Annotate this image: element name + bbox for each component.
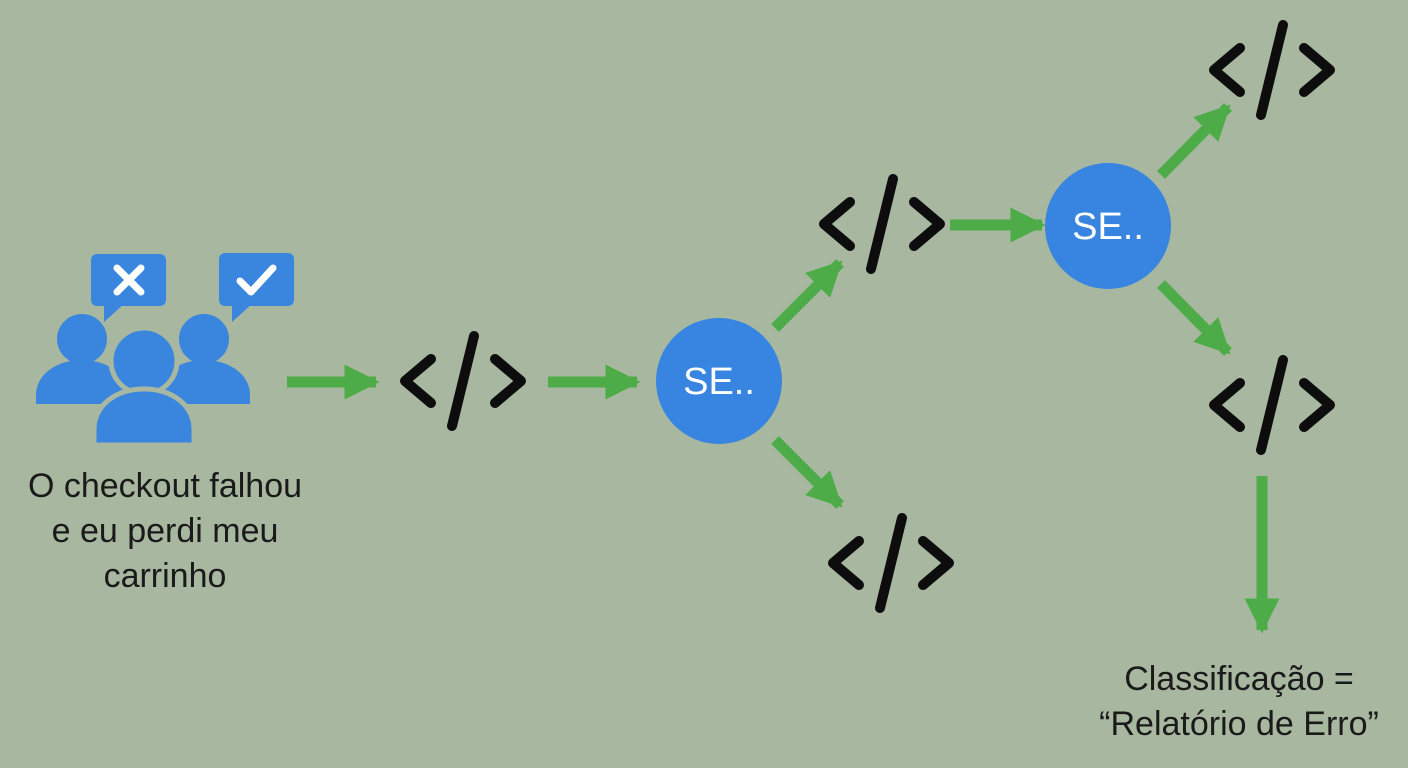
user-message: O checkout falhou e eu perdi meu carrinh… [0, 464, 330, 599]
user-message-line: e eu perdi meu [51, 512, 279, 550]
user-message-line: carrinho [103, 557, 227, 595]
decision-node-label: SE.. [1072, 206, 1144, 248]
code-icon [1214, 360, 1330, 450]
reject-bubble [91, 254, 166, 322]
decision-node-label: SE.. [683, 361, 755, 403]
code-icon [405, 336, 521, 426]
arrow-decision-2-to-code-5 [1157, 280, 1232, 356]
arrow-decision-1-to-code-3 [771, 436, 844, 509]
arrow-decision-2-to-code-4 [1157, 103, 1232, 179]
accept-bubble [219, 253, 294, 322]
result-line: Classificação = [1124, 660, 1354, 698]
decision-node-2: SE.. [1045, 163, 1171, 289]
classification-result: Classificação = “Relatório de Erro” [1070, 657, 1408, 747]
arrow-decision-1-to-code-2 [771, 259, 844, 332]
result-line: “Relatório de Erro” [1099, 705, 1379, 743]
check-icon [236, 264, 277, 296]
user-message-line: O checkout falhou [27, 467, 303, 505]
decision-node-1: SE.. [656, 318, 782, 444]
users-icon [36, 314, 250, 448]
x-icon [113, 264, 145, 296]
code-icon [833, 518, 949, 608]
code-icon [1214, 25, 1330, 115]
code-icon [824, 179, 940, 269]
